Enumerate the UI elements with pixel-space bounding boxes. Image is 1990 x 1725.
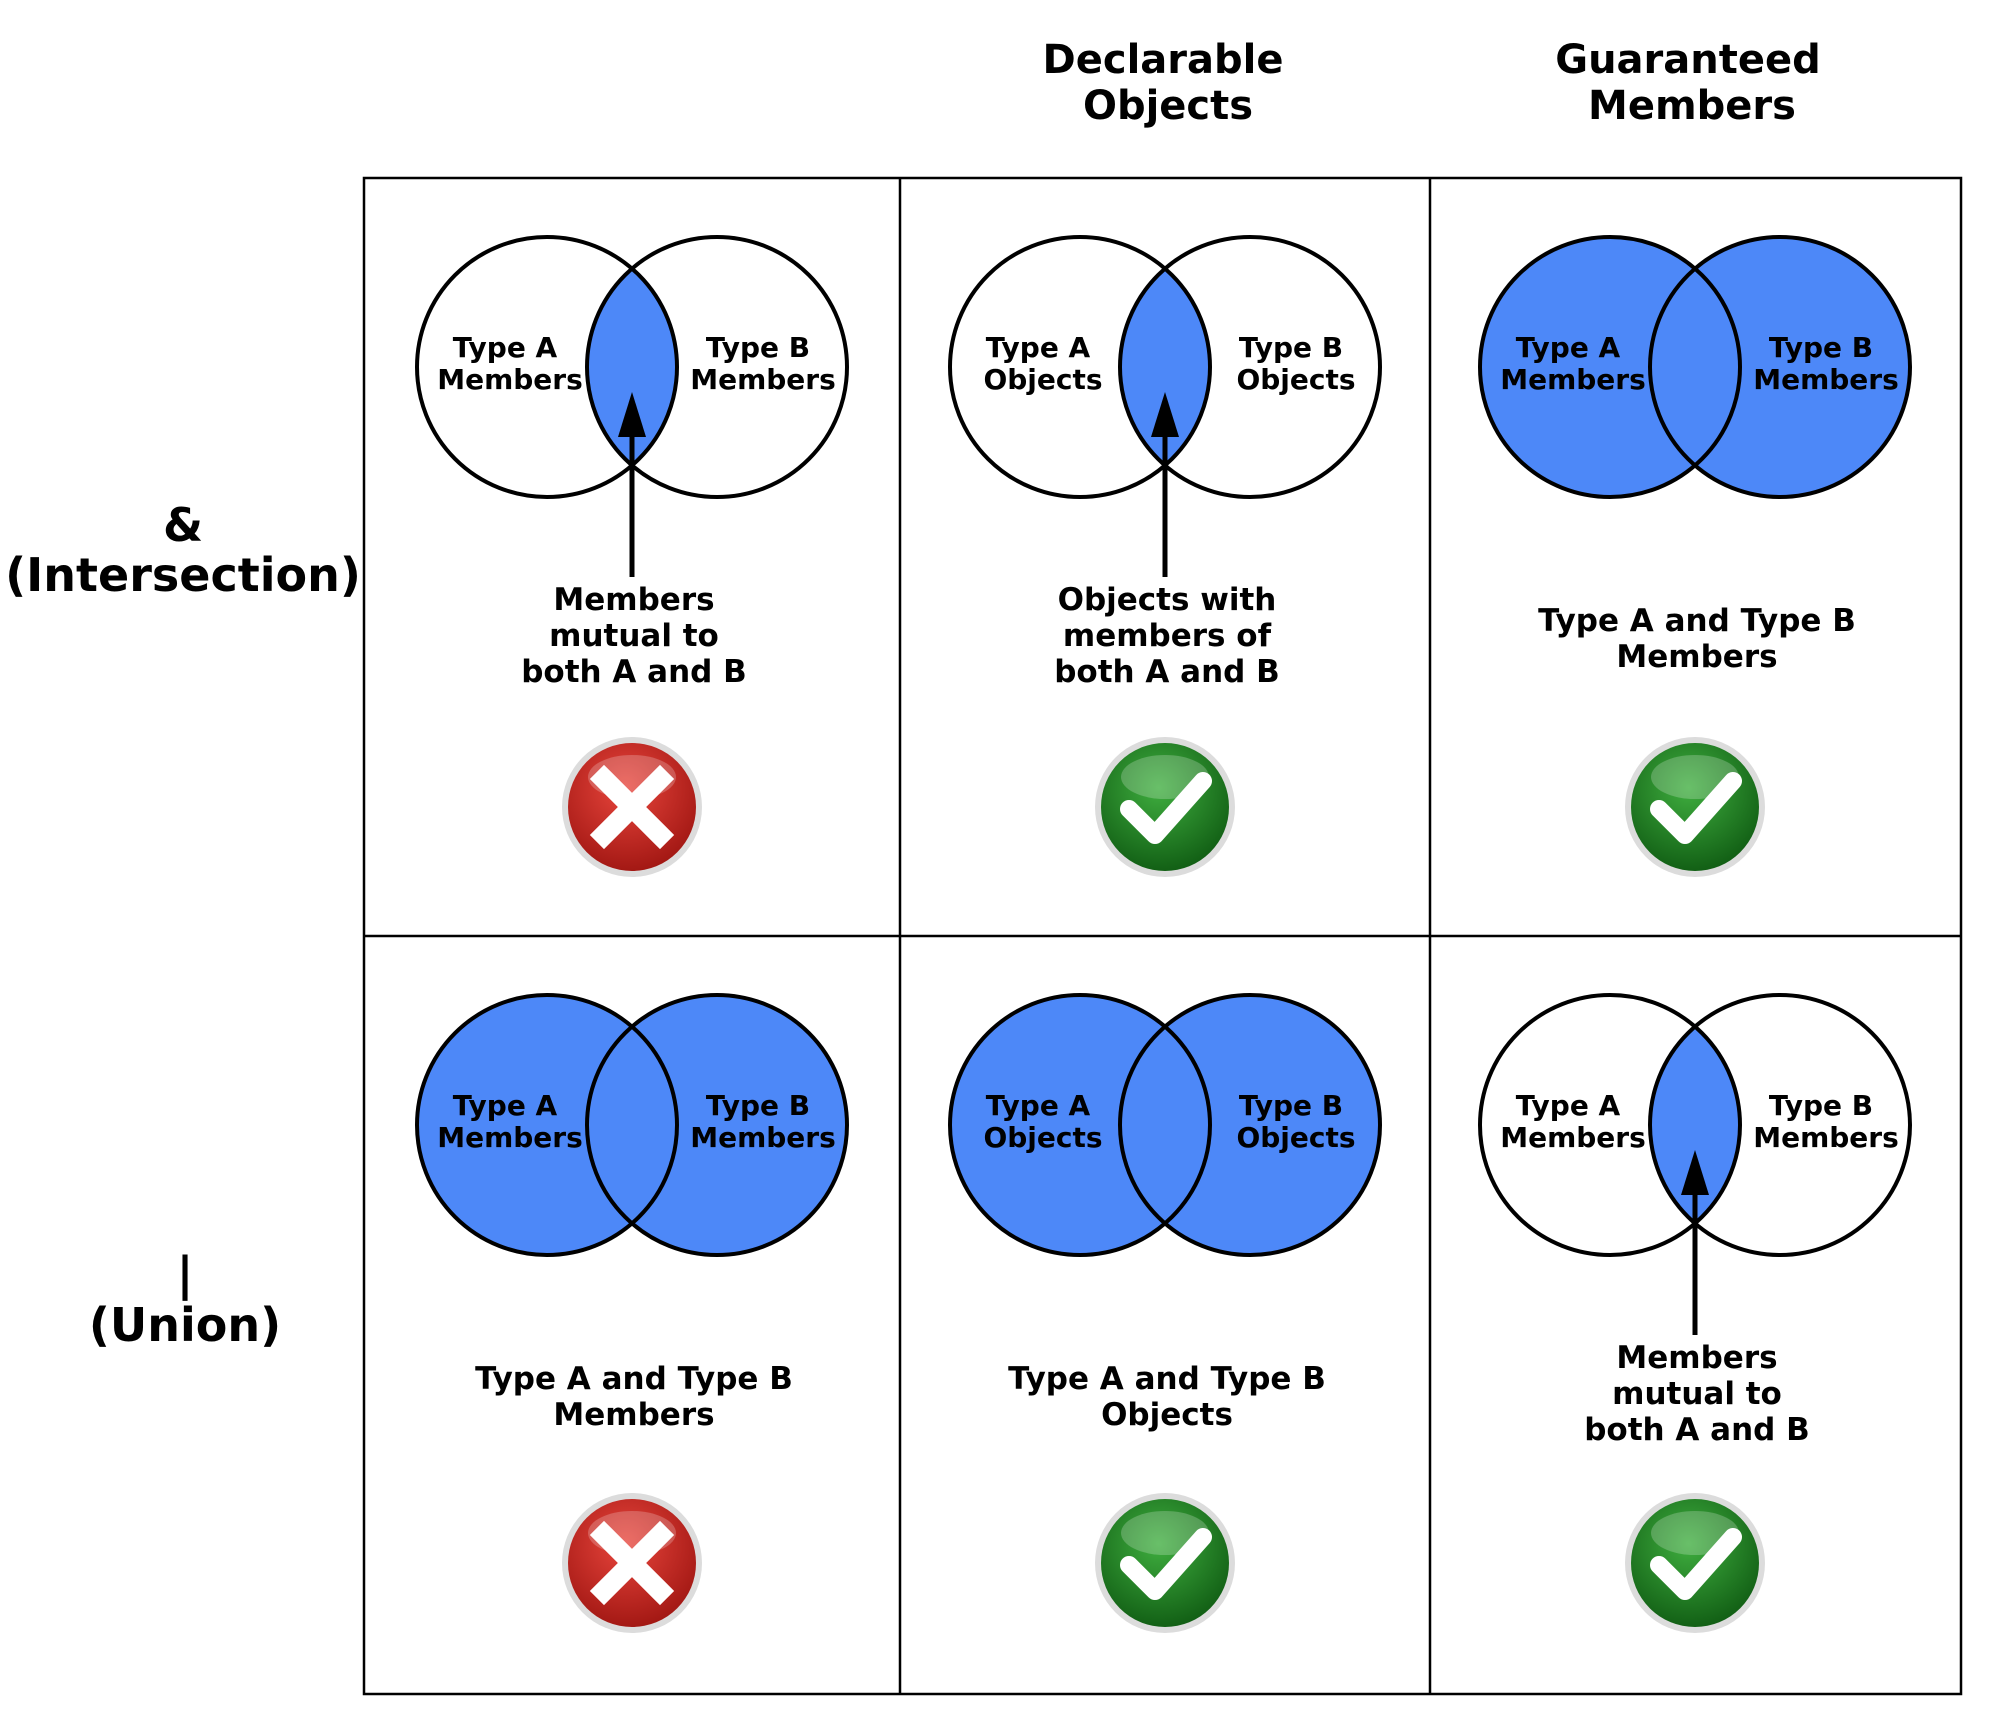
circle-fill-b — [1650, 237, 1910, 497]
circle-b-label-line1: Type B — [1769, 1089, 1873, 1122]
row-header-union: | (Union) — [89, 1247, 281, 1352]
cross-icon — [562, 737, 702, 877]
circle-a-outline — [948, 993, 1212, 1257]
caption-line: Members — [553, 1397, 714, 1433]
circle-b-label-line2: Members — [690, 363, 836, 396]
row-header-symbol: | — [177, 1247, 194, 1302]
circle-a-label-line1: Type A — [453, 331, 558, 364]
cross-icon — [562, 1493, 702, 1633]
caption-line: both A and B — [1054, 654, 1280, 690]
circle-a-label-line1: Type A — [986, 1089, 1091, 1122]
circle-b-label-line1: Type B — [706, 331, 810, 364]
circle-a-label-line1: Type A — [1516, 331, 1621, 364]
circle-a-label-line2: Members — [437, 1121, 583, 1154]
pointer-arrow-head — [1151, 392, 1179, 437]
check-icon — [1095, 737, 1235, 877]
circle-b-outline — [585, 993, 849, 1257]
circle-b-outline — [1648, 993, 1912, 1257]
circle-b-label-line1: Type B — [706, 1089, 810, 1122]
cross-mark — [589, 1520, 675, 1606]
circle-b-outline — [1118, 993, 1382, 1257]
caption-line: Members — [1616, 639, 1777, 675]
intersection-fill — [587, 237, 677, 497]
circle-b-label-line1: Type B — [1769, 331, 1873, 364]
circle-b-outline — [1118, 235, 1382, 499]
column-header-guaranteed-members: Guaranteed Members — [1555, 37, 1821, 129]
pointer-arrow-head — [618, 392, 646, 437]
circle-a-outline — [1478, 993, 1742, 1257]
circle-a-label-line1: Type A — [453, 1089, 558, 1122]
circle-b-label-line2: Members — [1753, 1121, 1899, 1154]
caption-line: Type A and Type B — [475, 1361, 793, 1397]
circle-b-label-line2: Members — [690, 1121, 836, 1154]
circle-b-label-line1: Type B — [1239, 331, 1343, 364]
check-icon — [1625, 1493, 1765, 1633]
cross-mark — [589, 764, 675, 850]
circle-b-outline — [1648, 235, 1912, 499]
circle-b-outline — [585, 235, 849, 499]
circle-a-outline — [415, 235, 679, 499]
check-mark — [1650, 772, 1742, 844]
caption-line: Type A and Type B — [1008, 1361, 1326, 1397]
caption-line: Type A and Type B — [1538, 603, 1856, 639]
column-header-line2: Members — [1588, 83, 1796, 129]
circle-a-label-line2: Members — [437, 363, 583, 396]
circle-fill-b — [1120, 995, 1380, 1255]
circle-fill-b — [587, 995, 847, 1255]
circle-b-label-line2: Objects — [1236, 363, 1355, 396]
caption-line: both A and B — [521, 654, 747, 690]
grid-table — [362, 176, 1963, 1696]
circle-a-label-line2: Objects — [983, 1121, 1102, 1154]
circle-a-outline — [415, 993, 679, 1257]
caption-line: both A and B — [1584, 1412, 1810, 1448]
circle-a-label-line1: Type A — [986, 331, 1091, 364]
caption-line: mutual to — [549, 618, 719, 654]
check-mark — [1120, 1528, 1212, 1600]
row-header-intersection: & (Intersection) — [5, 498, 361, 602]
circle-a-outline — [948, 235, 1212, 499]
check-mark — [1120, 772, 1212, 844]
caption-line: mutual to — [1612, 1376, 1782, 1412]
caption-line: Objects — [1101, 1397, 1233, 1433]
circle-a-label-line1: Type A — [1516, 1089, 1621, 1122]
row-header-symbol: & — [163, 498, 203, 552]
circle-a-label-line2: Members — [1500, 363, 1646, 396]
check-icon — [1625, 737, 1765, 877]
circle-a-label-line2: Members — [1500, 1121, 1646, 1154]
caption-line: Members — [553, 582, 714, 618]
circle-a-outline — [1478, 235, 1742, 499]
row-header-label: (Intersection) — [5, 548, 361, 602]
circle-b-label-line2: Objects — [1236, 1121, 1355, 1154]
circle-b-label-line1: Type B — [1239, 1089, 1343, 1122]
caption-line: Objects with — [1058, 582, 1277, 618]
check-icon — [1095, 1493, 1235, 1633]
pointer-arrow-head — [1681, 1150, 1709, 1195]
caption-line: Members — [1616, 1340, 1777, 1376]
intersection-fill — [1120, 237, 1210, 497]
row-header-label: (Union) — [89, 1298, 281, 1352]
circle-b-label-line2: Members — [1753, 363, 1899, 396]
column-header-line1: Declarable — [1043, 37, 1284, 83]
circle-a-label-line2: Objects — [983, 363, 1102, 396]
column-header-declarable-objects: Declarable Objects — [1043, 37, 1284, 129]
caption-line: members of — [1063, 618, 1272, 654]
intersection-fill — [1650, 995, 1740, 1255]
column-header-line2: Objects — [1083, 83, 1253, 129]
column-header-line1: Guaranteed — [1555, 37, 1821, 83]
check-mark — [1650, 1528, 1742, 1600]
